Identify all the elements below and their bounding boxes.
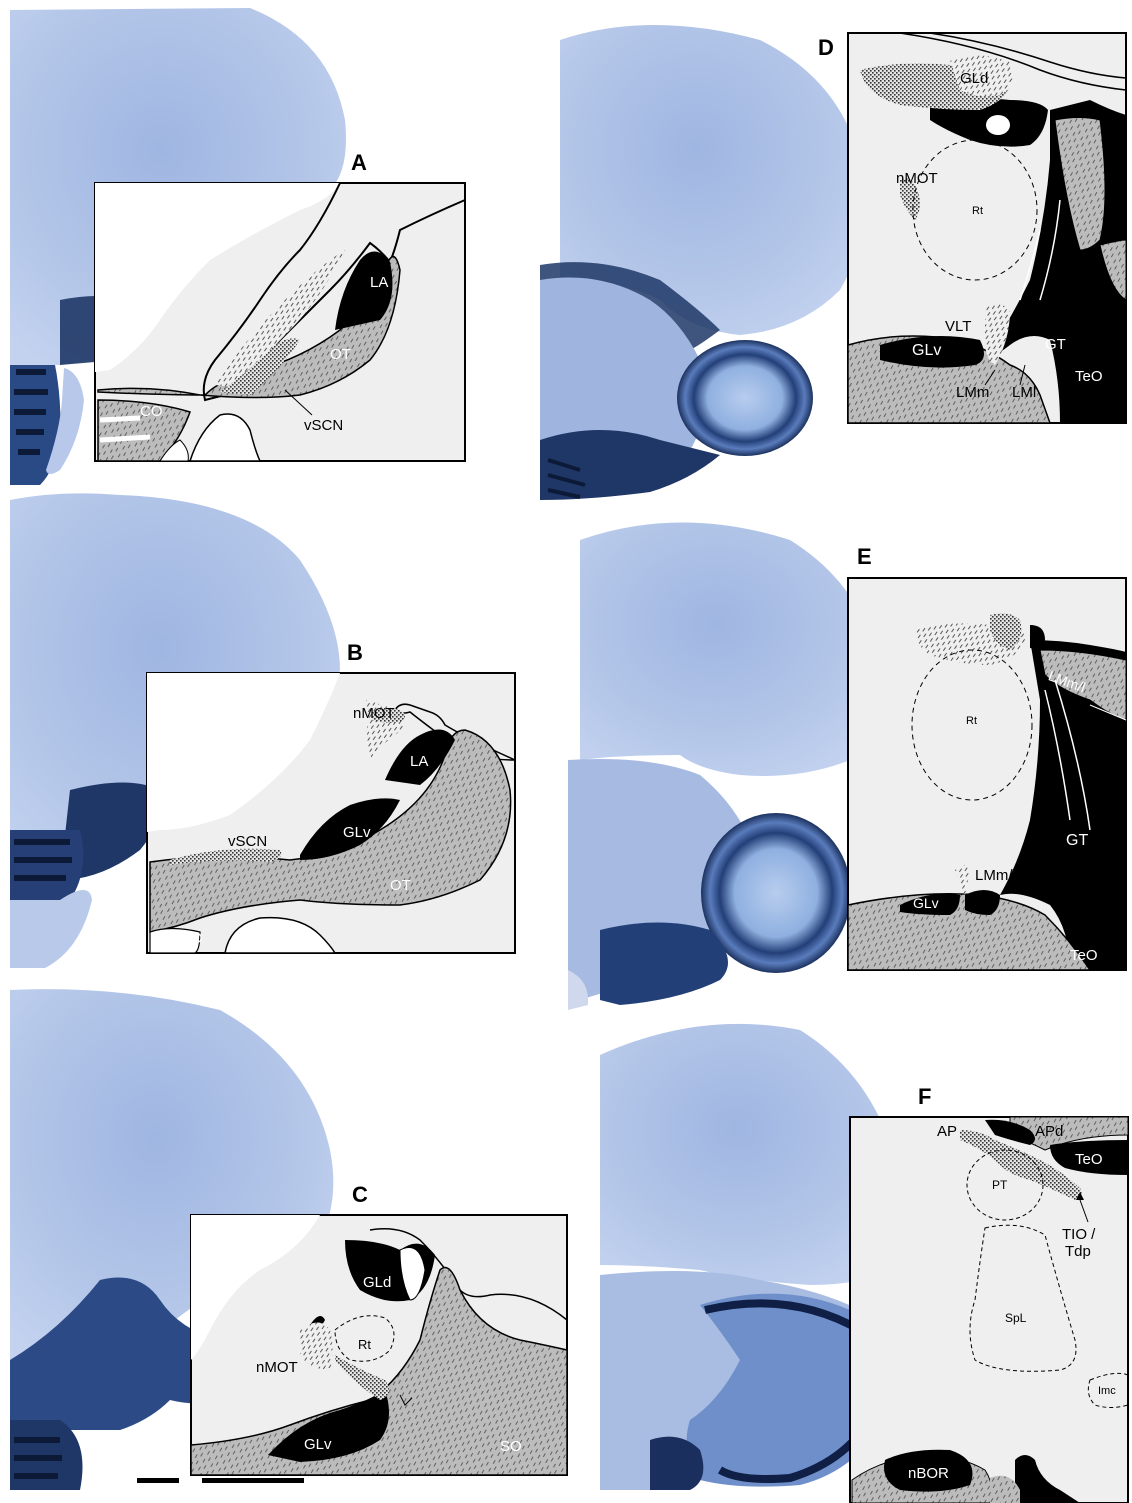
panel-letter-a: A — [351, 150, 367, 175]
schematic-f: AP APd TeO PT TIO / Tdp SpL Imc nBOR — [850, 1117, 1128, 1503]
panel-a: LA OT CO vSCN A — [10, 8, 465, 485]
panel-c: GLd Rt nMOT GLv SO C — [10, 989, 567, 1490]
schematic-d: GLv VLT GLd nMOT Rt GT TeO LMm LMl — [848, 33, 1126, 423]
label-teo: TeO — [1075, 368, 1103, 385]
panel-letter-e: E — [857, 544, 872, 569]
label-nmot: nMOT — [353, 705, 395, 722]
panel-e: LMm/l Rt GT LMm/l GLv TeO E — [568, 523, 1126, 1011]
label-gld: GLd — [960, 70, 988, 87]
label-apd: APd — [1035, 1123, 1063, 1140]
scale-bar-short — [137, 1478, 179, 1483]
label-vlt: VLT — [945, 318, 971, 335]
label-nbor: nBOR — [908, 1465, 949, 1482]
label-ot: OT — [390, 877, 411, 894]
label-lmm: LMm — [956, 384, 989, 401]
label-tdp: Tdp — [1065, 1243, 1091, 1260]
label-teo: TeO — [1070, 947, 1098, 964]
label-tio: TIO / — [1062, 1226, 1096, 1243]
label-co: CO — [140, 403, 163, 420]
label-glv: GLv — [913, 895, 939, 911]
panel-letter-d: D — [818, 35, 834, 60]
label-pt: PT — [992, 1178, 1008, 1192]
label-teo: TeO — [1075, 1151, 1103, 1168]
label-nmot: nMOT — [896, 170, 938, 187]
label-so: SO — [500, 1438, 522, 1455]
label-gld: GLd — [363, 1274, 391, 1291]
panel-b: nMOT LA GLv vSCN OT CO B — [10, 493, 515, 968]
panel-d: GLv VLT GLd nMOT Rt GT TeO LMm LMl D — [540, 25, 1126, 500]
label-rt: Rt — [966, 715, 977, 727]
retina-eye — [677, 340, 813, 456]
label-ot: OT — [330, 346, 351, 363]
label-rt: Rt — [358, 1337, 371, 1352]
label-gt: GT — [1066, 832, 1088, 849]
label-nmot: nMOT — [256, 1359, 298, 1376]
label-co: CO — [180, 930, 203, 947]
schematic-e: LMm/l Rt GT LMm/l GLv TeO — [848, 578, 1126, 970]
brain-section-photo-e — [568, 523, 880, 1011]
label-ap: AP — [937, 1123, 957, 1140]
panel-letter-b: B — [347, 640, 363, 665]
schematic-b: nMOT LA GLv vSCN OT CO — [147, 673, 515, 953]
panel-letter-c: C — [352, 1182, 368, 1207]
label-gt: GT — [1045, 336, 1066, 353]
label-glv: GLv — [343, 824, 371, 841]
label-lmml-bottom: LMm/l — [975, 867, 1016, 884]
label-la: LA — [370, 274, 388, 291]
label-la: LA — [410, 753, 428, 770]
panel-f: AP APd TeO PT TIO / Tdp SpL Imc nBOR F — [600, 1024, 1128, 1503]
label-imc: Imc — [1098, 1385, 1116, 1397]
scale-bar-long — [202, 1478, 304, 1483]
label-spl: SpL — [1005, 1311, 1027, 1325]
schematic-a: LA OT CO vSCN — [95, 183, 465, 461]
label-vscn: vSCN — [228, 833, 267, 850]
label-glv: GLv — [912, 342, 941, 359]
brain-section-photo-d — [540, 25, 863, 500]
schematic-c: GLd Rt nMOT GLv SO — [191, 1215, 567, 1475]
label-vscn: vSCN — [304, 417, 343, 434]
panel-letter-f: F — [918, 1084, 931, 1109]
label-lml: LMl — [1012, 384, 1036, 401]
label-rt: Rt — [972, 205, 983, 217]
label-glv: GLv — [304, 1436, 332, 1453]
